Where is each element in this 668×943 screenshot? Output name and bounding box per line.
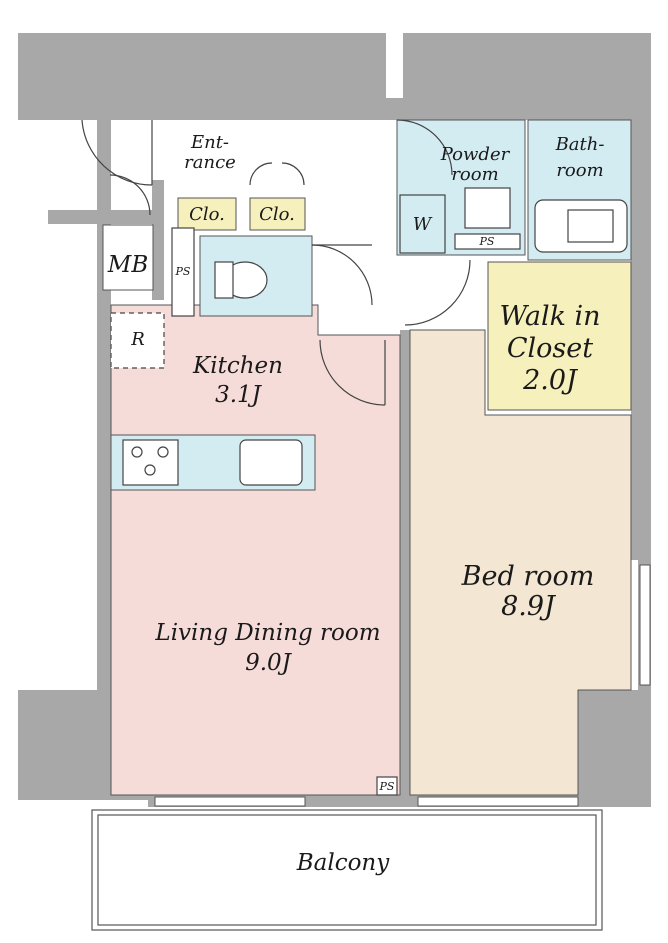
kitchen-sink-icon [239, 439, 303, 486]
fixtures [110, 187, 628, 796]
mb-area [102, 224, 154, 291]
room-fills [102, 119, 632, 796]
closet-1-label: Clo. [189, 204, 225, 225]
entrance-label-2: rance [184, 152, 236, 173]
powder-sink-icon [464, 187, 511, 229]
living-dining-label: Living Dining room [154, 620, 380, 646]
bedroom-size: 8.9J [501, 591, 557, 622]
walk-in-closet-area [487, 261, 632, 411]
kitchen-label: Kitchen [192, 353, 283, 379]
ps-corner-label: PS [379, 780, 395, 793]
walk-in-closet-label: Walk in [499, 301, 600, 332]
closet-2-label: Clo. [259, 204, 295, 225]
ps-toilet-label: PS [175, 265, 191, 278]
labels: Ent- rance Clo. Clo. Powder room Bath- r… [107, 132, 605, 876]
kitchen-size: 3.1J [215, 382, 263, 408]
balcony-label: Balcony [296, 850, 391, 876]
refrigerator-label: R [130, 329, 145, 350]
closet-2-area [249, 197, 306, 231]
walk-in-closet-label-2: Closet [507, 333, 593, 364]
ps-bath-label: PS [479, 235, 495, 248]
balcony [91, 809, 603, 931]
entrance-label: Ent- [190, 132, 229, 153]
doors [81, 119, 471, 406]
bedroom-label: Bed room [461, 561, 595, 592]
mb-label: MB [107, 252, 148, 278]
windows [154, 564, 651, 807]
closet-1-area [177, 197, 237, 231]
refrigerator-icon [110, 312, 165, 369]
bathroom-label: Bath- [555, 134, 605, 155]
powder-room-label-2: room [451, 164, 498, 185]
washer-label: W [413, 214, 433, 235]
living-dining-size: 9.0J [245, 650, 293, 676]
walk-in-closet-size: 2.0J [522, 365, 579, 396]
bathroom-label-2: room [556, 160, 603, 181]
stove-icon [122, 439, 179, 486]
living-dining-area [110, 304, 401, 796]
bedroom-area [409, 329, 632, 796]
powder-room-label: Powder [440, 144, 511, 165]
